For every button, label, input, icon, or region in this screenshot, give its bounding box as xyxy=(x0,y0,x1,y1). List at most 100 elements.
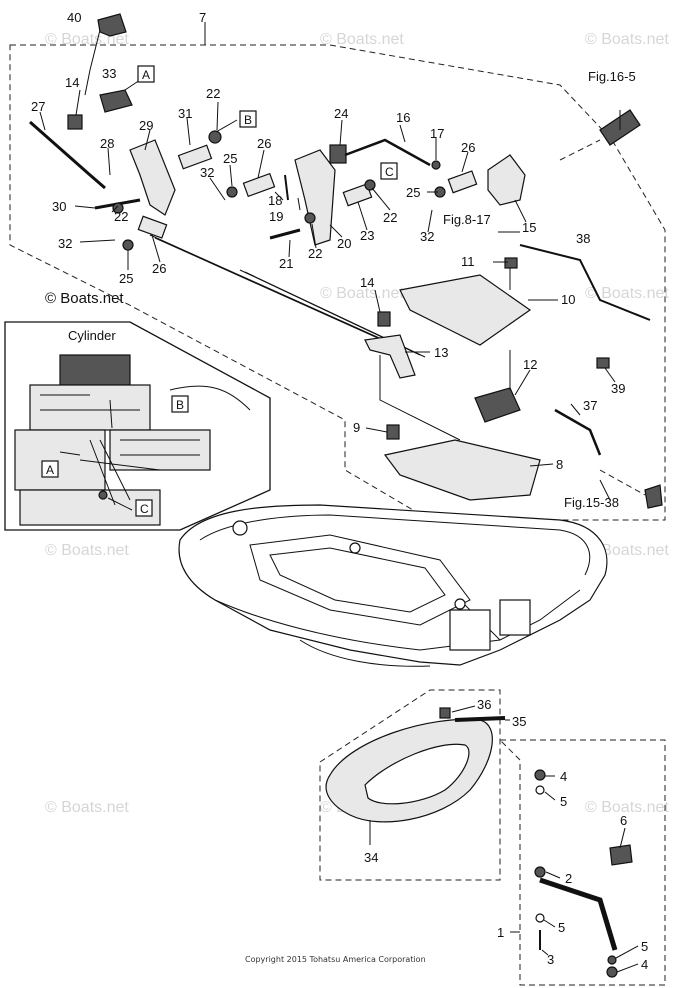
part-label: 17 xyxy=(430,126,444,141)
part-label: 26 xyxy=(257,136,271,151)
part-label: 32 xyxy=(200,165,214,180)
part-14-bolt xyxy=(67,114,83,130)
ref-box-a-inset: A xyxy=(41,460,59,478)
ref-box-label: A xyxy=(142,68,150,82)
part-label: 10 xyxy=(561,292,575,307)
part-label: 11 xyxy=(461,254,475,269)
part-14-bolt xyxy=(377,311,391,327)
part-25-washer xyxy=(226,186,238,198)
part-label: 39 xyxy=(611,381,625,396)
part-2-grommet xyxy=(534,866,546,878)
part-label: 3 xyxy=(547,952,554,967)
part-26-collar xyxy=(137,215,168,239)
part-label: 22 xyxy=(206,86,220,101)
ref-box-label: C xyxy=(140,502,149,516)
part-33-bracket xyxy=(99,89,133,113)
watermark-label: © Boats.net xyxy=(45,290,124,307)
part-1-handle xyxy=(539,877,618,951)
fig-ref-15-38: Fig.15-38 xyxy=(564,495,619,510)
part-25-washer xyxy=(122,239,134,251)
part-label: 15 xyxy=(522,220,536,235)
part-label: 5 xyxy=(560,794,567,809)
part-35-bolt xyxy=(454,716,506,722)
part-5-washer xyxy=(535,913,545,923)
fig-ref-8-17: Fig.8-17 xyxy=(443,212,491,227)
part-label: 24 xyxy=(334,106,348,121)
ref-box-b-inset: B xyxy=(171,395,189,413)
part-label: 26 xyxy=(152,261,166,276)
part-16-rod xyxy=(344,138,431,167)
ref-box-b-main: B xyxy=(239,110,257,128)
dash-15-38 xyxy=(599,469,646,496)
part-label: 16 xyxy=(396,110,410,125)
part-label: 4 xyxy=(641,957,648,972)
part-label: 13 xyxy=(434,345,448,360)
part-label: 2 xyxy=(565,871,572,886)
part-label: 37 xyxy=(583,398,597,413)
part-label: 14 xyxy=(65,75,79,90)
part-label: 38 xyxy=(576,231,590,246)
part-label: 26 xyxy=(461,140,475,155)
part-13-bracket xyxy=(364,334,416,379)
part-26-collar xyxy=(242,172,276,198)
fig-ref-16-5: Fig.16-5 xyxy=(588,69,636,84)
watermark-text: © Boats.net xyxy=(585,285,669,302)
watermark-text: © Boats.net xyxy=(320,31,404,48)
part-label: 35 xyxy=(512,714,526,729)
cylinder-inset: Cylinder xyxy=(4,321,271,531)
part-label: 27 xyxy=(31,99,45,114)
part-22-washer xyxy=(364,179,376,191)
part-label: 8 xyxy=(556,457,563,472)
part-label: 34 xyxy=(364,850,378,865)
part-4-nut xyxy=(606,966,618,978)
ref-box-c-inset: C xyxy=(135,499,153,517)
part-label: 32 xyxy=(420,229,434,244)
part-22-washer xyxy=(304,212,316,224)
part-22-washer xyxy=(208,130,222,144)
part-38-cable xyxy=(519,244,651,321)
part-label: 29 xyxy=(139,118,153,133)
part-label: 32 xyxy=(58,236,72,251)
part-label: 5 xyxy=(641,939,648,954)
part-label: 30 xyxy=(52,199,66,214)
part-label: 18 xyxy=(268,193,282,208)
part-12-block xyxy=(474,387,521,423)
watermark-text: © Boats.net xyxy=(585,31,669,48)
group-boundary-34 xyxy=(319,689,501,881)
part-label: 22 xyxy=(308,246,322,261)
part-label: 19 xyxy=(269,209,283,224)
part-17-nut xyxy=(431,160,441,170)
part-5-washer xyxy=(535,785,545,795)
cable-dash xyxy=(559,139,601,161)
ref-box-label: A xyxy=(46,463,54,477)
ref-box-c-main: C xyxy=(380,162,398,180)
part-label: 20 xyxy=(337,236,351,251)
ref-box-label: B xyxy=(176,398,184,412)
part-8-base xyxy=(383,439,541,501)
part-4-nut xyxy=(534,769,546,781)
cable-2 xyxy=(154,237,401,349)
part-label: 1 xyxy=(497,925,504,940)
leader-13-chain xyxy=(379,355,461,441)
part-24-joint xyxy=(329,144,347,164)
part-label: 33 xyxy=(102,66,116,81)
part-label: 22 xyxy=(383,210,397,225)
part-20-lever xyxy=(294,149,336,246)
part-label: 6 xyxy=(620,813,627,828)
part-label: 25 xyxy=(223,151,237,166)
part-label: 40 xyxy=(67,10,81,25)
part-36-washer xyxy=(439,707,451,719)
part-11-bolt xyxy=(504,257,518,269)
part-31-collar xyxy=(177,144,213,170)
part-label: 23 xyxy=(360,228,374,243)
part-29-lever xyxy=(129,139,176,216)
watermark-text: © Boats.net xyxy=(45,799,129,816)
ref-box-label: B xyxy=(244,113,252,127)
copyright-text: Copyright 2015 Tohatsu America Corporati… xyxy=(245,955,426,964)
part-label: 5 xyxy=(558,920,565,935)
part-40-clip xyxy=(97,13,127,37)
group-boundary-7 xyxy=(9,44,666,521)
leader-lines xyxy=(39,77,639,973)
part-26-collar xyxy=(447,170,478,194)
